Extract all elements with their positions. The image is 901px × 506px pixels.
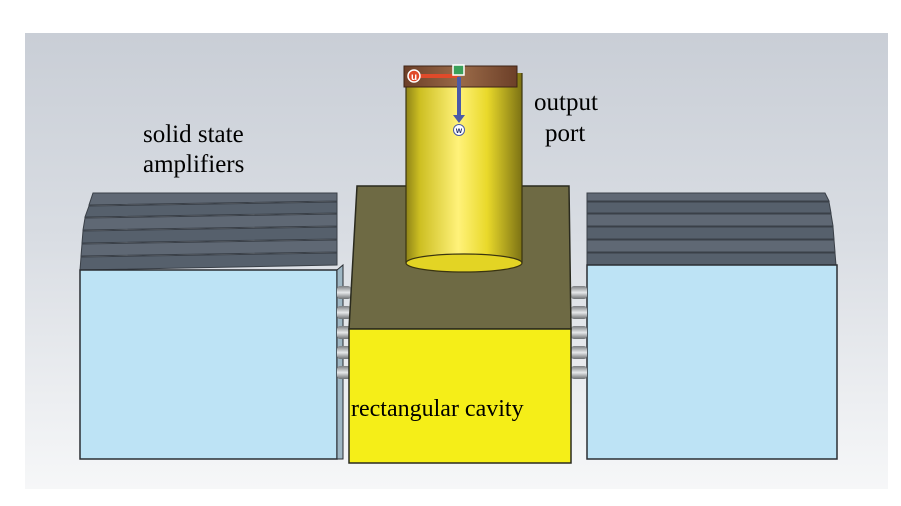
amplifiers-label-line1: solid state — [143, 121, 244, 148]
right-amplifier-fin — [586, 252, 837, 266]
axis-w-label: w — [455, 126, 463, 135]
amplifiers-label-line2: amplifiers — [143, 151, 245, 178]
coupling-rod — [337, 306, 351, 319]
axis-w-arrowhead — [453, 115, 465, 123]
axis-v-marker — [452, 64, 465, 76]
cylinder-body — [406, 73, 522, 263]
left-amplifier-fin — [81, 226, 338, 244]
axis-u-marker — [407, 69, 421, 83]
output-cylinder — [403, 65, 523, 273]
output-port-label-line1: output — [534, 89, 598, 116]
left-amplifier-fin — [80, 239, 338, 257]
coupling-rod — [337, 326, 351, 339]
3d-viewport[interactable]: u w solid state amplifiers output port r… — [25, 33, 888, 489]
left-amplifier-fin — [79, 252, 338, 271]
cylinder-bottom-edge — [405, 253, 523, 273]
output-port-label-line2: port — [545, 120, 586, 147]
left-amplifier-body — [79, 269, 338, 460]
cavity-label: rectangular cavity — [351, 396, 524, 422]
axis-u-label: u — [411, 72, 417, 83]
right-amplifier-body — [586, 264, 838, 460]
coupling-rod — [571, 346, 587, 359]
right-amplifier-fin — [586, 213, 834, 227]
coupling-rod — [571, 326, 587, 339]
right-amplifier-fin — [586, 192, 830, 202]
right-coupling-rods — [571, 286, 587, 379]
coupling-rod — [337, 366, 351, 379]
left-amplifier-fin — [82, 213, 338, 231]
axis-gizmo[interactable]: u w — [407, 64, 465, 136]
model-scene: u w — [79, 64, 838, 464]
coupling-rod — [571, 306, 587, 319]
left-amplifier — [79, 192, 344, 460]
coupling-rod — [571, 286, 587, 299]
coupling-rod — [337, 346, 351, 359]
right-amplifier — [586, 192, 838, 460]
right-amplifier-fin — [586, 239, 836, 253]
left-amplifier-fin — [88, 192, 338, 206]
left-amplifier-fin — [84, 201, 338, 218]
coupling-rod — [571, 366, 587, 379]
right-amplifier-fin — [586, 226, 835, 240]
cavity-front-face — [348, 328, 572, 464]
right-amplifier-fin — [586, 201, 832, 214]
left-coupling-rods — [337, 286, 351, 379]
axis-w-marker — [453, 124, 465, 136]
coupling-rod — [337, 286, 351, 299]
